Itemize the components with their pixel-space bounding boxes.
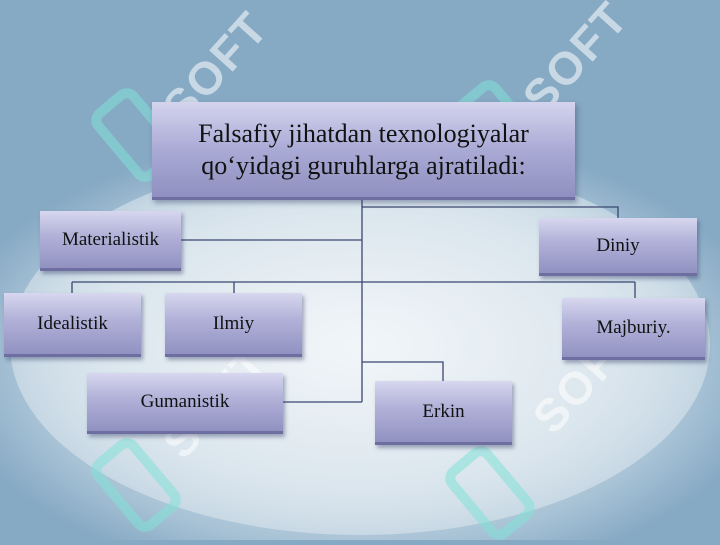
node-erkin: Erkin (375, 381, 512, 445)
node-ilmiy: Ilmiy (165, 293, 302, 357)
node-diniy: Diniy (539, 218, 697, 276)
node-majburiy: Majburiy. (562, 298, 705, 360)
node-idealistik: Idealistik (4, 293, 141, 357)
root-node: Falsafiy jihatdan texnologiyalar qo‘yida… (152, 102, 575, 200)
connector-erkin (362, 361, 444, 381)
node-materialistik: Materialistik (40, 211, 181, 271)
node-gumanistik: Gumanistik (87, 373, 283, 434)
connector-diniy (362, 206, 619, 218)
